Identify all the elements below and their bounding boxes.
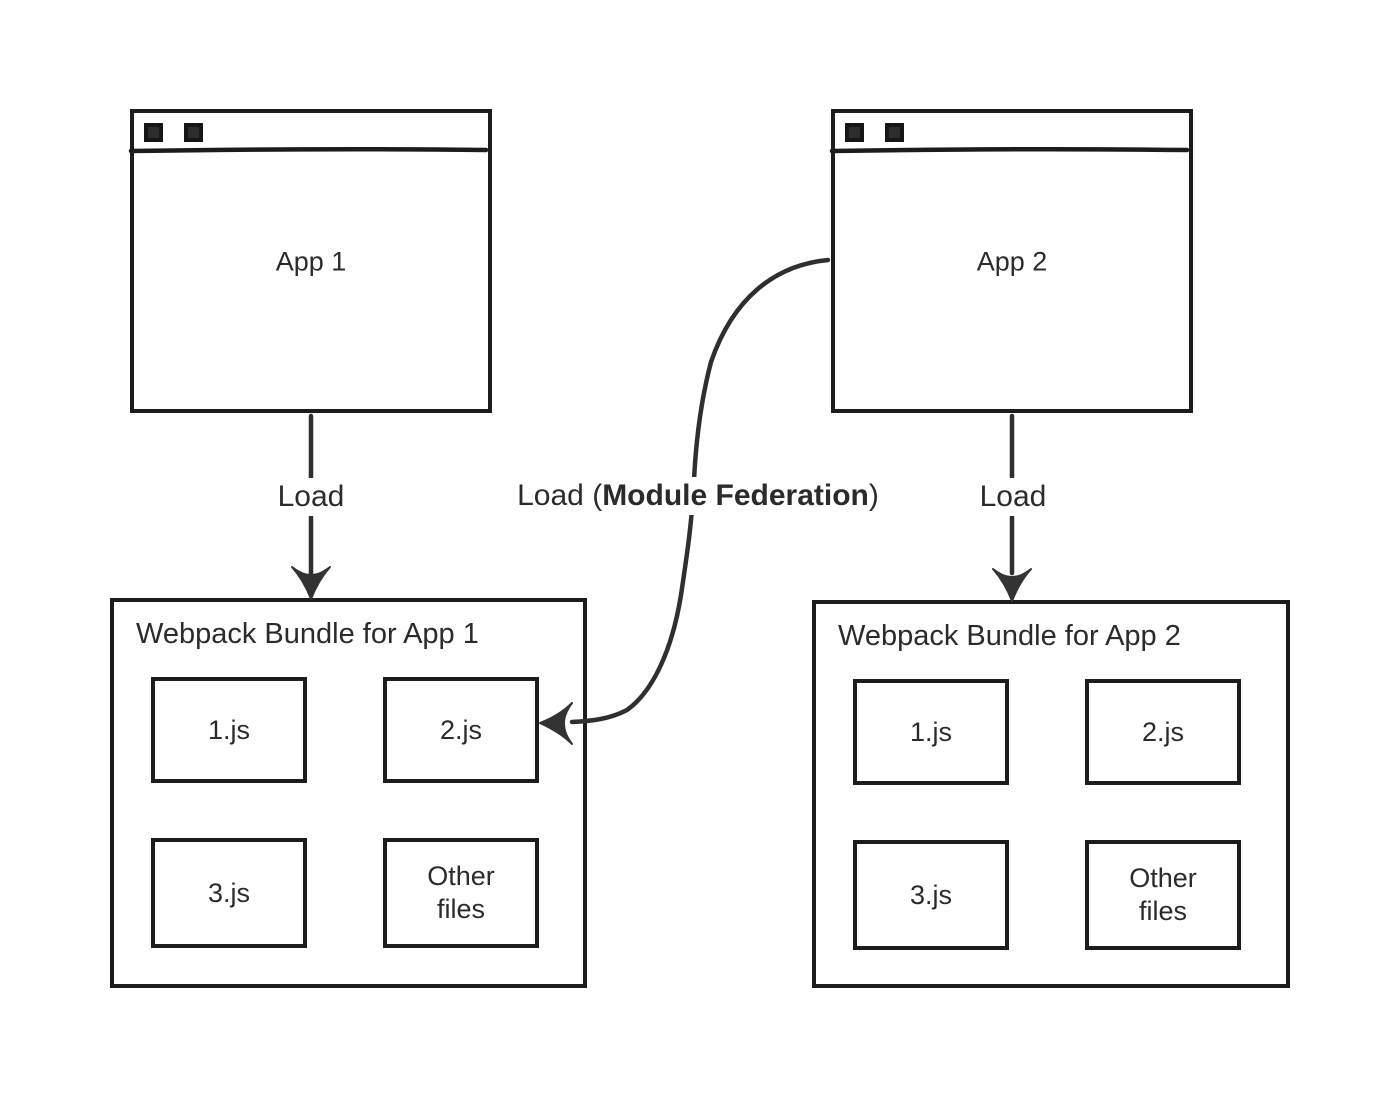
load-label-left: Load xyxy=(269,478,353,516)
bundle1-file-2js: 2.js xyxy=(383,677,539,783)
window-button-icon xyxy=(885,123,904,142)
federation-label-suffix: ) xyxy=(868,479,879,512)
webpack-bundle-app2: Webpack Bundle for App 2 1.js 2.js 3.js … xyxy=(812,600,1290,988)
window-button-icon xyxy=(184,123,203,142)
file-label: 1.js xyxy=(207,714,251,745)
webpack-bundle-app1: Webpack Bundle for App 1 1.js 2.js 3.js … xyxy=(110,598,587,988)
app2-browser-window: App 2 xyxy=(831,109,1193,413)
bundle1-title: Webpack Bundle for App 1 xyxy=(136,618,479,650)
file-label: 3.js xyxy=(909,879,953,910)
bundle2-file-other: Other files xyxy=(1085,840,1241,950)
bundle1-file-3js: 3.js xyxy=(151,838,307,948)
federation-label-prefix: Load ( xyxy=(517,479,603,512)
bundle2-file-2js: 2.js xyxy=(1085,679,1241,785)
bundle2-file-1js: 1.js xyxy=(853,679,1009,785)
app1-title: App 1 xyxy=(275,246,347,277)
app1-browser-window: App 1 xyxy=(130,109,492,413)
file-label: Other files xyxy=(427,861,495,924)
arrowhead-down-icon xyxy=(992,568,1032,602)
bundle2-file-3js: 3.js xyxy=(853,840,1009,950)
file-label: 1.js xyxy=(909,716,953,747)
federation-label-bold: Module Federation xyxy=(602,479,869,512)
load-label-right: Load xyxy=(971,478,1055,516)
file-label: Other files xyxy=(1129,863,1197,926)
load-module-federation-label: Load (Module Federation) xyxy=(509,477,887,515)
app2-title: App 2 xyxy=(976,246,1048,277)
arrowhead-down-icon xyxy=(291,566,331,600)
file-label: 2.js xyxy=(439,714,483,745)
file-label: 2.js xyxy=(1141,716,1185,747)
file-label: 3.js xyxy=(207,877,251,908)
window-button-icon xyxy=(144,123,163,142)
bundle1-file-other: Other files xyxy=(383,838,539,948)
window-button-icon xyxy=(845,123,864,142)
bundle1-file-1js: 1.js xyxy=(151,677,307,783)
bundle2-title: Webpack Bundle for App 2 xyxy=(838,620,1181,652)
